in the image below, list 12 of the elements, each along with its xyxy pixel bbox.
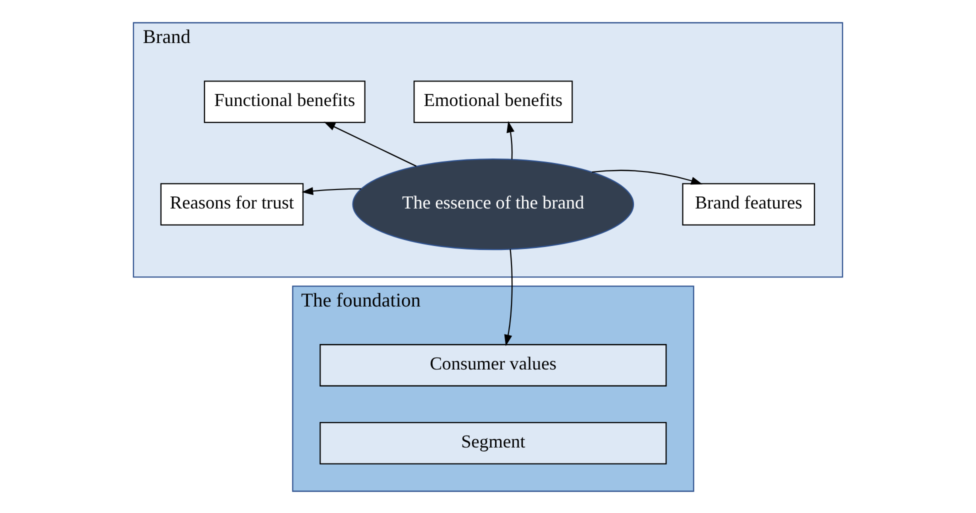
- node-box: Functional benefits: [204, 80, 366, 122]
- node-box: Segment: [320, 421, 667, 464]
- arrow: [504, 248, 513, 346]
- node-box: Reasons for trust: [160, 182, 304, 225]
- arrow: [592, 169, 703, 184]
- arrow: [302, 186, 362, 195]
- arrow: [324, 121, 417, 166]
- node-box: Consumer values: [320, 344, 667, 386]
- arrow: [506, 120, 514, 159]
- node-ellipse: The essence of the brand: [352, 158, 634, 250]
- node-box: Brand features: [682, 182, 816, 225]
- node-box: Emotional benefits: [414, 80, 573, 122]
